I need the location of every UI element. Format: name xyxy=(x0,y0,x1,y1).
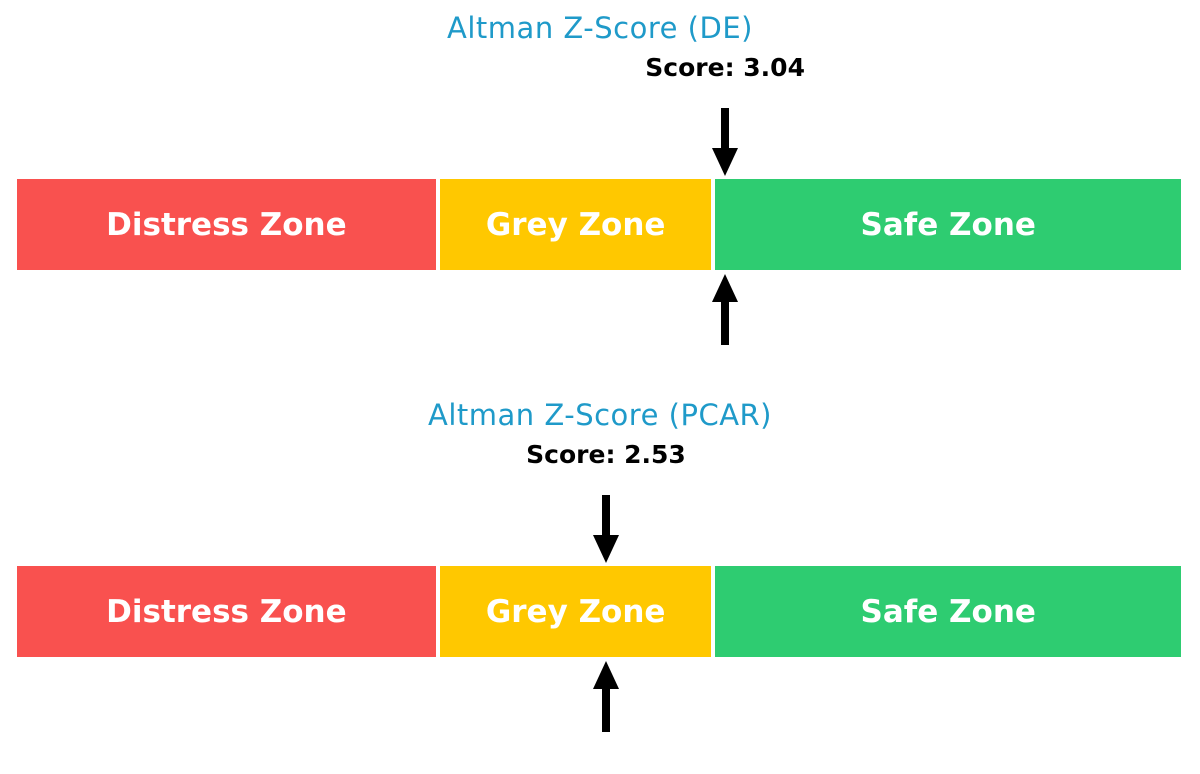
grey-zone-segment: Grey Zone xyxy=(437,177,714,272)
score-arrow-up-icon xyxy=(593,661,619,732)
arrow-stem xyxy=(602,495,610,535)
zscore-chart-pcar: Altman Z-Score (PCAR) Score: 2.53 Distre… xyxy=(0,387,1200,747)
score-label: Score: 3.04 xyxy=(645,53,805,82)
distress-zone-label: Distress Zone xyxy=(106,206,347,243)
score-label: Score: 2.53 xyxy=(526,440,686,469)
grey-zone-segment: Grey Zone xyxy=(437,564,714,659)
distress-zone-label: Distress Zone xyxy=(106,593,347,630)
arrow-head xyxy=(712,148,739,176)
arrow-stem xyxy=(721,108,730,148)
chart-title: Altman Z-Score (PCAR) xyxy=(428,398,772,432)
score-arrow-down-icon xyxy=(712,108,739,176)
distress-zone-segment: Distress Zone xyxy=(15,564,438,659)
zone-bar: Distress Zone Grey Zone Safe Zone xyxy=(0,177,1200,272)
chart-title: Altman Z-Score (DE) xyxy=(447,11,753,45)
arrow-head xyxy=(712,274,739,302)
arrow-stem xyxy=(721,302,730,345)
arrow-head xyxy=(593,535,619,563)
arrow-stem xyxy=(602,689,610,732)
zone-bar: Distress Zone Grey Zone Safe Zone xyxy=(0,564,1200,659)
grey-zone-label: Grey Zone xyxy=(485,206,666,243)
distress-zone-segment: Distress Zone xyxy=(15,177,438,272)
safe-zone-label: Safe Zone xyxy=(860,593,1036,630)
score-arrow-down-icon xyxy=(593,495,619,563)
score-arrow-up-icon xyxy=(712,274,739,345)
safe-zone-segment: Safe Zone xyxy=(713,564,1183,659)
zscore-chart-de: Altman Z-Score (DE) Score: 3.04 Distress… xyxy=(0,0,1200,360)
grey-zone-label: Grey Zone xyxy=(485,593,666,630)
arrow-head xyxy=(593,661,619,689)
safe-zone-segment: Safe Zone xyxy=(713,177,1183,272)
safe-zone-label: Safe Zone xyxy=(860,206,1036,243)
